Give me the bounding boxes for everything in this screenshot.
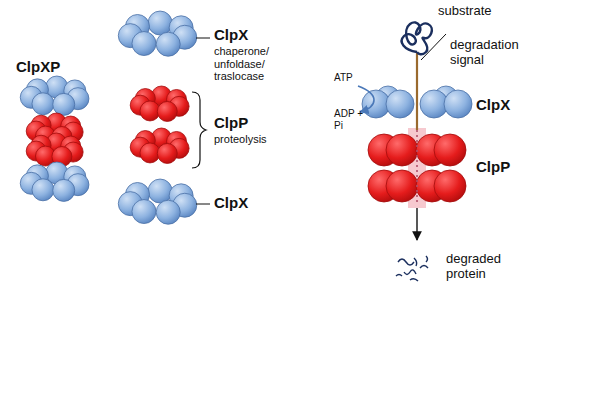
peptide-fragments: [396, 256, 428, 281]
subunit: [53, 179, 75, 201]
molecule-name: ADP + Pi: [334, 108, 368, 131]
part-name: degradation signal: [450, 38, 540, 68]
sphere-ring: [130, 128, 189, 163]
fragment: [410, 279, 418, 281]
signal-line: [416, 52, 418, 130]
output-arrow: [416, 208, 417, 240]
leader-line: [196, 204, 210, 205]
subunit: [386, 170, 418, 202]
sphere-ring: [20, 162, 89, 201]
fragment: [426, 256, 428, 262]
leader-line: [421, 34, 446, 60]
sphere-ring: [20, 76, 89, 115]
fragment: [398, 259, 414, 265]
subunit: [132, 200, 156, 224]
bracket: [192, 92, 206, 168]
sphere-ring: [130, 86, 189, 121]
product-name: degraded protein: [446, 252, 526, 282]
part-name: ClpP: [476, 158, 536, 175]
subunit: [444, 90, 472, 118]
subunit: [157, 101, 177, 121]
molecule-name: ATP: [334, 72, 374, 84]
part-name: substrate: [438, 4, 528, 19]
function-note: proteolysis: [214, 133, 294, 146]
leader-line: [196, 38, 210, 39]
sphere-ring: [118, 179, 196, 224]
subunit: [156, 200, 180, 224]
peptide-dots: [416, 130, 418, 204]
fragment: [404, 270, 416, 275]
subunit: [53, 93, 75, 115]
subunit: [148, 11, 172, 35]
sphere-ring: [26, 133, 83, 166]
fragment: [420, 266, 428, 269]
subunit: [434, 134, 466, 166]
function-note: chaperone/ unfoldase/ traslocase: [214, 45, 286, 83]
subunit: [157, 143, 177, 163]
fragment: [396, 275, 402, 277]
substrate-protein: [402, 22, 432, 54]
part-name: ClpX: [476, 96, 536, 113]
subunit: [148, 179, 172, 203]
part-name: ClpP: [214, 114, 274, 131]
subunit: [386, 134, 418, 166]
part-name: ClpX: [214, 26, 274, 43]
assembly-name: ClpXP: [16, 58, 86, 75]
subunit: [386, 90, 414, 118]
subunit: [434, 170, 466, 202]
sphere-ring: [118, 11, 196, 56]
subunit: [32, 93, 54, 115]
part-name: ClpX: [214, 194, 274, 211]
subunit: [132, 32, 156, 56]
subunit: [32, 179, 54, 201]
fragment: [414, 258, 417, 266]
subunit: [156, 32, 180, 56]
